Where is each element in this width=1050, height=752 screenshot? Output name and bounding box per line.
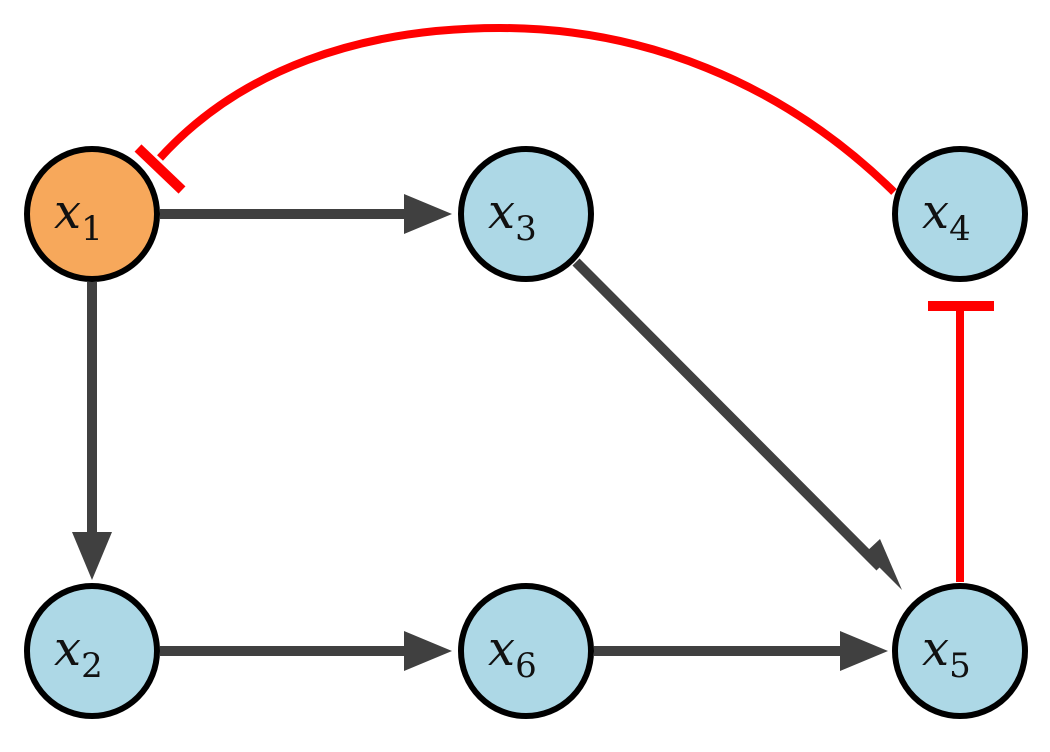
node-x4-label: x4 [922,184,971,249]
node-x5-circle [892,583,1028,719]
node-x1-sub: 1 [81,209,103,249]
edge-layer [72,23,994,671]
node-x5-label: x5 [922,621,971,686]
arrowhead-x6-x5 [840,631,888,671]
inhibition-bar-x4-x1 [134,144,186,194]
node-x2: x2 [24,583,160,719]
node-x2-circle [24,583,160,719]
arrowhead-x3-x5 [865,539,902,590]
arrowhead-x1-x2 [72,532,112,580]
node-x1: x1 [24,146,160,282]
node-x6-var: x [488,621,515,677]
node-x3-var: x [488,184,515,240]
node-x3: x3 [458,146,594,282]
node-x6: x6 [458,583,594,719]
node-x5-var: x [922,621,949,677]
node-x1-circle [24,146,160,282]
arrowhead-x1-x3 [404,194,452,234]
node-x1-var: x [54,184,81,240]
node-x5: x5 [892,583,1028,719]
node-layer: x1 x2 x3 x4 x5 x6 [24,146,1028,719]
node-x4-circle [892,146,1028,282]
node-x1-label: x1 [54,184,103,249]
node-x3-sub: 3 [515,209,537,249]
node-x6-label: x6 [488,621,537,686]
node-x4-var: x [922,184,949,240]
node-x2-var: x [54,621,81,677]
node-x3-circle [458,146,594,282]
arrowhead-x2-x6 [404,631,452,671]
node-x4-sub: 4 [949,209,971,249]
edge-x4-x1 [157,23,897,195]
node-x6-circle [458,583,594,719]
node-x6-sub: 6 [515,646,537,686]
node-x2-sub: 2 [81,646,103,686]
node-x3-label: x3 [488,184,537,249]
node-x5-sub: 5 [949,646,971,686]
node-x4: x4 [892,146,1028,282]
edge-x3-x5 [572,258,884,571]
node-x2-label: x2 [54,621,103,686]
